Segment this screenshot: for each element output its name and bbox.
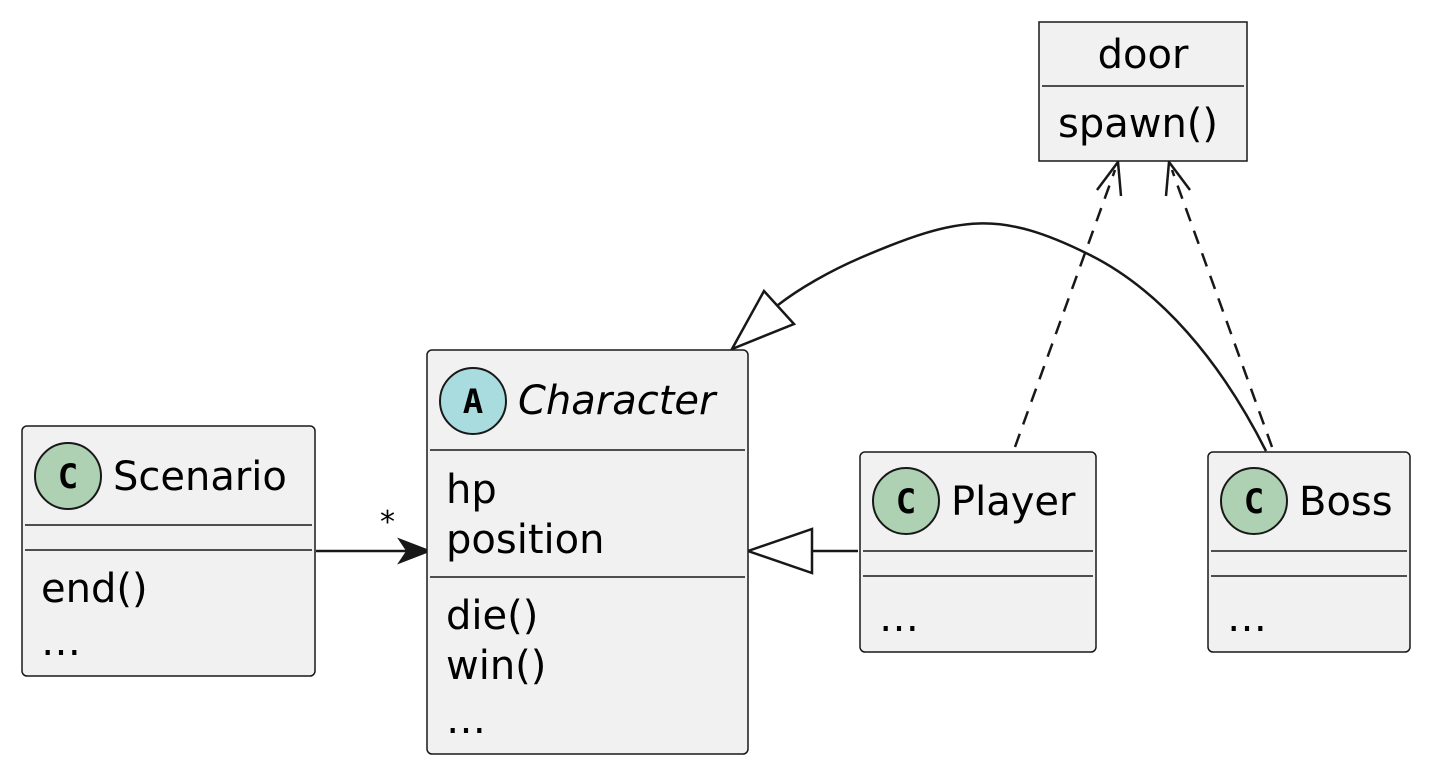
class-name: Boss <box>1299 479 1393 525</box>
class-c-icon <box>872 467 940 535</box>
inheritance-triangle <box>729 288 797 352</box>
stereotype-glyph: C <box>896 482 916 522</box>
class-boss[interactable]: C Boss … <box>1207 451 1411 653</box>
method-item: … <box>1227 595 1267 641</box>
stereotype-glyph: A <box>463 382 483 422</box>
method-item: … <box>41 619 81 665</box>
stereotype-glyph: C <box>1244 482 1264 522</box>
open-arrowhead <box>1164 158 1191 197</box>
class-scenario[interactable]: C Scenario end() … <box>21 425 316 677</box>
open-arrowhead <box>1096 158 1123 197</box>
stereotype-glyph: C <box>58 457 78 497</box>
field-item: position <box>446 517 604 563</box>
arrowhead <box>397 537 433 565</box>
field-item: hp <box>446 467 497 513</box>
method-item: … <box>446 697 486 743</box>
class-c-icon <box>34 442 102 510</box>
generalization-player-character <box>744 527 858 575</box>
method-item: win() <box>446 643 546 689</box>
multiplicity-label: * <box>380 505 395 540</box>
generalization-boss-character <box>729 222 1268 452</box>
class-name: door <box>1098 32 1189 78</box>
class-character[interactable]: A Character hp position die() win() … <box>426 349 749 755</box>
method-item: die() <box>446 593 538 639</box>
class-name: Player <box>951 479 1076 525</box>
abstract-a-icon <box>439 367 507 435</box>
class-name: Character <box>518 378 718 424</box>
method-item: spawn() <box>1058 101 1218 147</box>
dependency-boss-door <box>1164 158 1274 448</box>
class-name: Scenario <box>113 454 287 500</box>
method-item: … <box>879 595 919 641</box>
class-c-icon <box>1220 467 1288 535</box>
class-door[interactable]: door spawn() <box>1038 21 1248 162</box>
class-player[interactable]: C Player … <box>859 451 1097 653</box>
association-scenario-character: * <box>316 505 433 565</box>
method-item: end() <box>41 566 148 612</box>
inheritance-triangle <box>744 527 814 575</box>
dependency-player-door <box>1013 158 1123 448</box>
